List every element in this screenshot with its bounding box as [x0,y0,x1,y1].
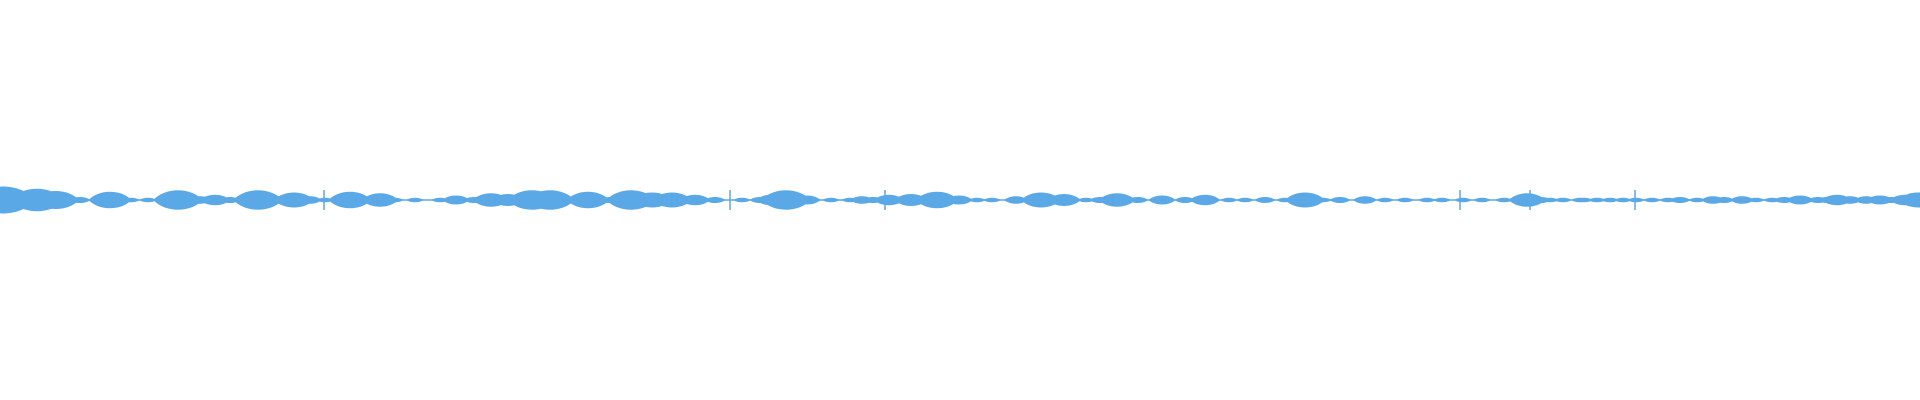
waveform-segment [32,191,80,209]
waveform-segment [442,195,470,205]
waveform-segment [88,191,132,209]
waveform-segment [1353,196,1377,204]
waveform-segment [793,195,821,205]
waveform-segment [1098,193,1136,207]
waveform-segment [1575,197,1593,203]
waveform-segment [1418,197,1436,203]
waveform-segment [945,195,973,205]
waveform-segment [1838,196,1862,204]
waveform-segment [1454,197,1472,203]
waveform-segment [679,194,711,206]
waveform-segment [1627,197,1645,203]
waveform-segment [199,194,231,206]
waveform-segment [1643,197,1661,203]
waveform-shapes [0,186,1920,214]
waveform-segment [1898,192,1920,208]
waveform-segment [1541,197,1559,203]
waveform-segment [1601,197,1619,203]
waveform-segment [1669,197,1691,203]
waveform-segment [122,197,140,203]
waveform-segment [1747,197,1765,203]
waveform-segment [1433,197,1451,203]
waveform-segment [983,197,1001,203]
waveform-segment [298,196,322,204]
waveform-segment [1554,197,1572,203]
waveform-segment [1508,193,1546,207]
waveform-segment [1473,197,1491,203]
waveform-segment [153,190,203,210]
waveform-segment [1396,197,1414,203]
waveform-segment [1220,197,1238,203]
waveform-segment [761,190,811,210]
waveform-segment [566,191,610,209]
waveform-segment [704,197,726,203]
waveform-segment [1148,195,1176,205]
waveform-segment [525,190,575,210]
waveform-segment [1174,197,1196,203]
waveform-segment [69,197,91,203]
waveform-segment [1047,194,1081,206]
waveform-segment [968,197,986,203]
waveform-segment [1021,192,1061,208]
waveform-segment [1077,197,1095,203]
waveform-segment [1236,197,1254,203]
waveform-segment [1786,195,1814,205]
waveform-segment [386,197,404,203]
waveform-segment [1127,197,1149,203]
waveform-segment [873,194,905,206]
waveform-segment [316,197,334,203]
waveform-segment [1376,197,1394,203]
waveform-segment [1314,197,1332,203]
waveform-segment [1254,197,1276,203]
waveform-segment [139,197,157,203]
waveform-segment [361,193,399,207]
waveform-segment [1730,196,1754,204]
waveform-segment [233,190,283,210]
waveform-segment [1329,197,1351,203]
waveform-segment [1588,197,1606,203]
waveform-segment [1004,196,1028,204]
waveform-segment [406,197,424,203]
waveform-segment [733,197,751,203]
waveform-segment [822,197,840,203]
waveform-segment [328,191,372,209]
waveform-segment [915,191,959,209]
waveform-segment [1495,197,1513,203]
waveform-segment [1713,197,1735,203]
waveform-segment [1285,192,1325,208]
waveform-segment [1189,194,1221,206]
waveform-segment [274,192,314,208]
waveform-segment [1688,197,1706,203]
waveform-segment [652,192,692,208]
waveform-segment [1614,197,1632,203]
